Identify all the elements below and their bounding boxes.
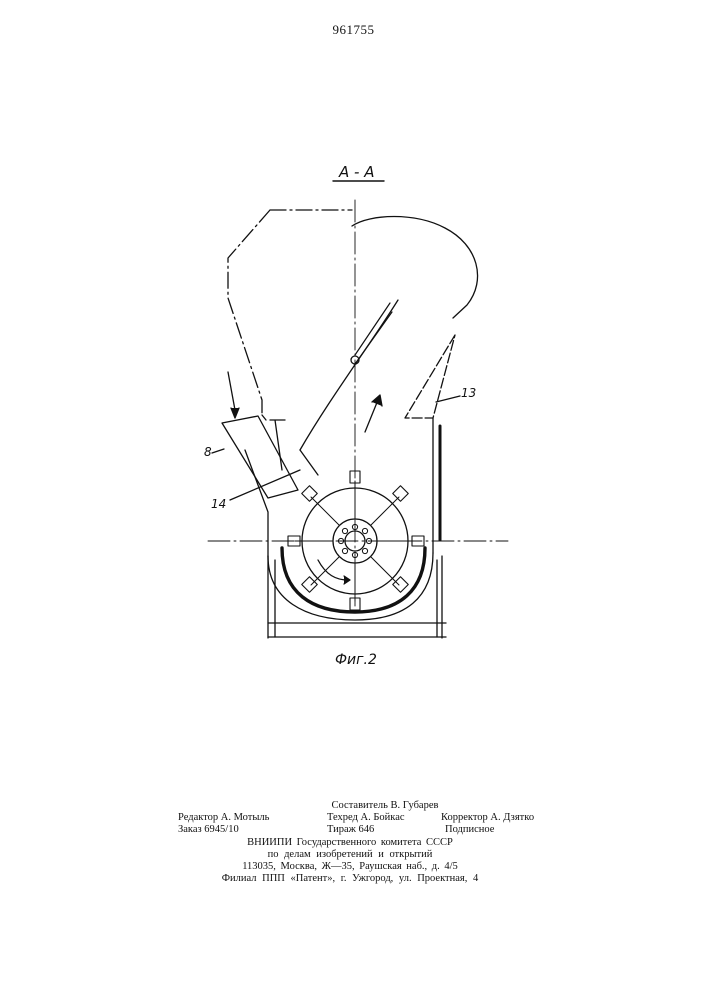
colophon-compiler: Составитель В. Губарев xyxy=(300,800,470,812)
figure-caption: Фиг.2 xyxy=(335,652,377,668)
section-label: А - А xyxy=(339,163,374,181)
colophon-org-address: 113035, Москва, Ж—35, Раушская наб., д. … xyxy=(180,861,520,873)
colophon-editor: Редактор А. Мотыль xyxy=(178,812,269,824)
colophon-branch: Филиал ППП «Патент», г. Ужгород, ул. Про… xyxy=(160,873,540,885)
colophon-subscription: Подписное xyxy=(445,824,494,836)
colophon-corrector: Корректор А. Дзятко xyxy=(441,812,534,824)
callout-14: 14 xyxy=(211,497,226,511)
callout-13: 13 xyxy=(461,386,476,400)
colophon-order: Заказ 6945/10 xyxy=(178,824,239,836)
callout-8: 8 xyxy=(204,445,212,459)
colophon-org-line2: по делам изобретений и открытий xyxy=(200,849,500,861)
colophon-org-line1: ВНИИПИ Государственного комитета СССР xyxy=(200,837,500,849)
colophon-techred: Техред А. Бойкас xyxy=(327,812,405,824)
colophon-circulation: Тираж 646 xyxy=(327,824,374,836)
